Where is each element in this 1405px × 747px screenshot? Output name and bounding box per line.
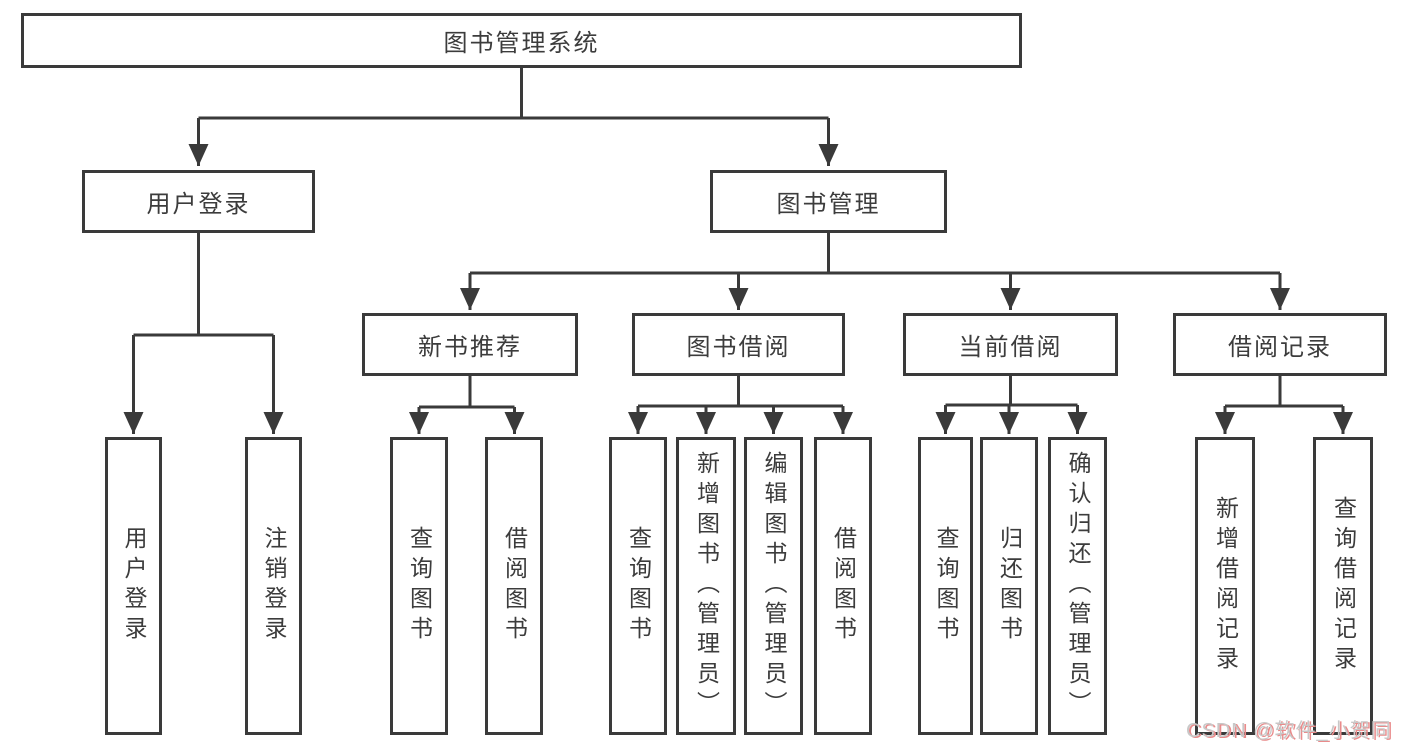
leaf-records-query-record: 查询借阅记录: [1313, 437, 1373, 735]
node-current-borrowing: 当前借阅: [903, 313, 1118, 376]
csdn-watermark: CSDN @软件_小贺同学: [1186, 720, 1392, 742]
node-new-book-recommendation: 新书推荐: [362, 313, 578, 376]
leaf-borrowing-edit-book-admin: 编辑图书（管理员）: [744, 437, 803, 735]
leaf-current-return-book: 归还图书: [980, 437, 1038, 735]
leaf-recommend-query-book: 查询图书: [390, 437, 448, 735]
node-book-management: 图书管理: [710, 170, 947, 233]
leaf-borrowing-borrow-book: 借阅图书: [814, 437, 872, 735]
node-book-management-system: 图书管理系统: [21, 13, 1022, 68]
node-book-borrowing: 图书借阅: [632, 313, 845, 376]
leaf-records-add-record: 新增借阅记录: [1195, 437, 1255, 735]
leaf-current-confirm-return-admin: 确认归还（管理员）: [1048, 437, 1107, 735]
leaf-recommend-borrow-book: 借阅图书: [485, 437, 543, 735]
leaf-logout: 注销登录: [245, 437, 302, 735]
node-user-login: 用户登录: [82, 170, 315, 233]
leaf-borrowing-add-book-admin: 新增图书（管理员）: [676, 437, 736, 735]
leaf-user-login: 用户登录: [105, 437, 162, 735]
leaf-current-query-book: 查询图书: [918, 437, 973, 735]
leaf-borrowing-query-book: 查询图书: [609, 437, 667, 735]
node-borrowing-records: 借阅记录: [1173, 313, 1387, 376]
